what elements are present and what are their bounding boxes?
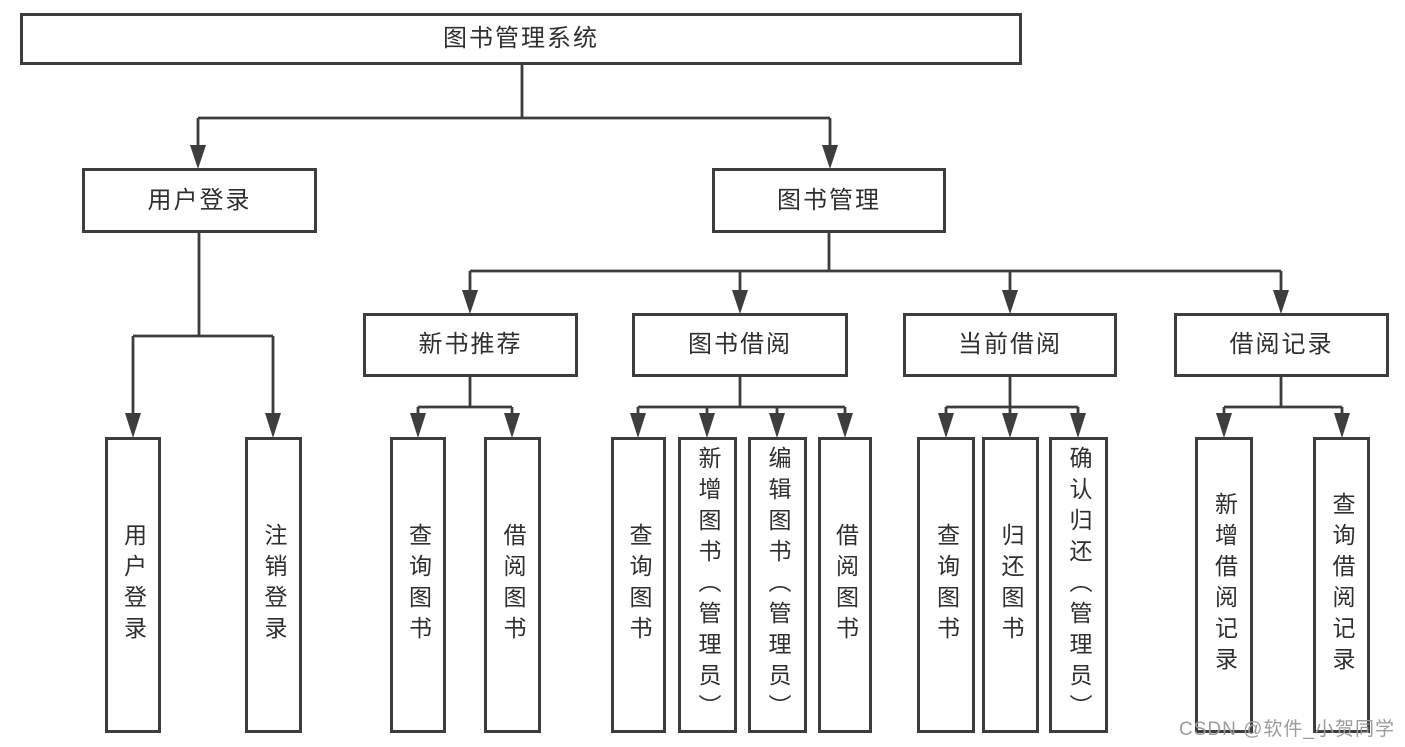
node-label: 新增图书（管理员）	[695, 445, 721, 725]
node-label: 查询借阅记录	[1329, 492, 1355, 678]
node-label: 图书管理系统	[443, 25, 599, 52]
connector-book-borrow-to-leaves	[636, 377, 847, 433]
node-label: 确认归还（管理员）	[1066, 445, 1092, 725]
node-label: 查询图书	[626, 523, 652, 647]
node-new-book-recommend: 新书推荐	[363, 313, 578, 377]
leaf-borrow-books-recommend: 借阅图书	[484, 437, 541, 733]
node-label: 查询图书	[933, 523, 960, 647]
leaf-confirm-return-admin: 确认归还（管理员）	[1049, 437, 1108, 733]
connector-root-to-level2	[196, 65, 832, 164]
node-label: 新增借阅记录	[1211, 492, 1238, 678]
node-label: 借阅图书	[832, 523, 859, 647]
connector-borrow-records-to-leaves	[1222, 377, 1344, 433]
connector-book-mgmt-to-level3	[468, 233, 1283, 309]
node-label: 图书管理	[777, 186, 881, 214]
leaf-edit-books-admin: 编辑图书（管理员）	[748, 437, 807, 733]
leaf-logout: 注销登录	[245, 437, 302, 733]
node-book-management: 图书管理	[712, 168, 946, 233]
node-borrowing-records: 借阅记录	[1174, 313, 1389, 377]
leaf-borrow-books: 借阅图书	[818, 437, 872, 733]
node-current-borrowing: 当前借阅	[903, 313, 1117, 377]
node-label: 借阅图书	[500, 523, 526, 647]
node-label: 注销登录	[261, 523, 287, 647]
leaf-query-books-current: 查询图书	[917, 437, 975, 733]
leaf-query-books-recommend: 查询图书	[390, 437, 446, 733]
leaf-query-books-borrowing: 查询图书	[611, 437, 666, 733]
node-book-borrowing: 图书借阅	[632, 313, 848, 377]
node-label: 查询图书	[405, 523, 432, 647]
node-label: 用户登录	[120, 523, 147, 647]
arrowheads	[125, 145, 1350, 438]
connector-new-book-rec-to-leaves	[416, 377, 514, 433]
leaf-query-borrow-record: 查询借阅记录	[1313, 437, 1370, 733]
leaf-return-books: 归还图书	[982, 437, 1039, 733]
node-label: 当前借阅	[958, 331, 1062, 358]
node-user-login: 用户登录	[82, 168, 317, 233]
node-label: 归还图书	[998, 523, 1024, 647]
connector-user-login-to-leaves	[131, 233, 275, 433]
node-label: 借阅记录	[1229, 331, 1334, 358]
node-label: 新书推荐	[418, 331, 523, 358]
node-label: 图书借阅	[688, 331, 792, 358]
node-label: 编辑图书（管理员）	[765, 445, 791, 725]
leaf-user-login: 用户登录	[105, 437, 161, 733]
leaf-add-books-admin: 新增图书（管理员）	[678, 437, 737, 733]
node-label: 用户登录	[147, 186, 252, 214]
node-root: 图书管理系统	[20, 13, 1022, 65]
leaf-add-borrow-record: 新增借阅记录	[1195, 437, 1253, 733]
